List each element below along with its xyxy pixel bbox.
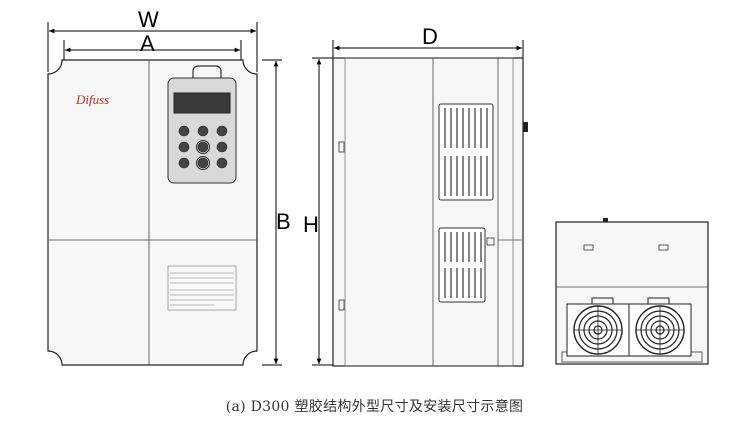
dimension-b: B (262, 59, 291, 366)
lower-vent-grille (438, 227, 486, 303)
side-housing (332, 57, 524, 367)
warning-label (167, 265, 237, 311)
label-d: D (422, 24, 438, 49)
lcd-display (173, 92, 231, 114)
label-h: H (303, 212, 319, 237)
label-b: B (276, 209, 291, 234)
figure-caption: (a) D300 塑胶结构外型尺寸及安装尺寸示意图 (225, 399, 524, 415)
label-a: A (140, 31, 155, 56)
fan-right (628, 297, 692, 357)
front-view: W A Difuss (47, 7, 291, 366)
dimension-w: W (47, 7, 258, 72)
keypad-panel (167, 65, 237, 184)
upper-vent-grille (438, 103, 494, 201)
brand-logo: Difuss (75, 92, 109, 107)
side-view: H D (303, 24, 528, 367)
dimension-a: A (63, 31, 242, 62)
label-w: W (138, 7, 159, 32)
bottom-view (555, 218, 709, 365)
fan-left (566, 297, 630, 357)
dimension-d: D (332, 24, 524, 60)
